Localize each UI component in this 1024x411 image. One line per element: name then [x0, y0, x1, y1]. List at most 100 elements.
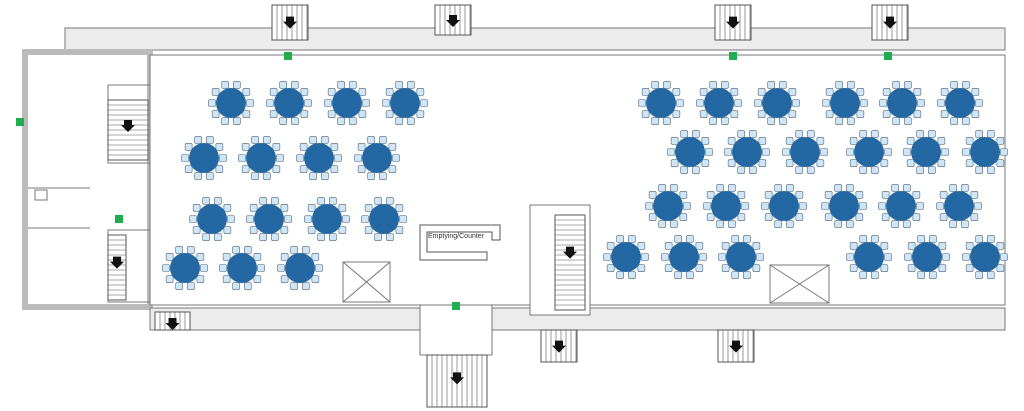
- chair: [825, 110, 834, 118]
- chair: [939, 191, 948, 199]
- chair: [315, 264, 323, 272]
- round-table: [266, 81, 312, 125]
- counter-label: Emptying/Counter: [428, 233, 485, 240]
- chair: [300, 88, 309, 96]
- table-top: [646, 88, 676, 118]
- chair: [395, 81, 403, 89]
- round-table: [661, 235, 707, 279]
- chair: [705, 148, 713, 156]
- chair: [407, 117, 415, 125]
- chair: [280, 204, 289, 212]
- chair: [799, 202, 807, 210]
- chair: [752, 242, 761, 250]
- arrow-icon: [446, 15, 460, 27]
- chair: [291, 81, 299, 89]
- chair: [354, 154, 362, 162]
- chair: [871, 271, 879, 279]
- chair: [272, 143, 281, 151]
- chair: [716, 184, 724, 192]
- chair: [300, 110, 309, 118]
- chair: [699, 253, 707, 261]
- chair: [987, 166, 995, 174]
- chair: [233, 81, 241, 89]
- chair: [882, 88, 891, 96]
- chair: [917, 99, 925, 107]
- chair: [849, 159, 858, 167]
- chair: [266, 99, 274, 107]
- chair: [189, 215, 197, 223]
- round-table: [638, 81, 684, 125]
- chair: [641, 110, 650, 118]
- chair: [641, 88, 650, 96]
- chair: [695, 242, 704, 250]
- chair: [680, 166, 688, 174]
- chair: [881, 213, 890, 221]
- chair: [374, 233, 382, 241]
- chair: [219, 154, 227, 162]
- table-top: [189, 143, 219, 173]
- chair: [202, 233, 210, 241]
- chair: [757, 110, 766, 118]
- round-table: [761, 184, 807, 228]
- chair: [903, 184, 911, 192]
- chair: [807, 166, 815, 174]
- table-top: [944, 191, 974, 221]
- chair: [299, 143, 308, 151]
- round-table: [724, 130, 770, 174]
- round-table: [878, 184, 924, 228]
- chair: [965, 264, 974, 272]
- chair: [222, 275, 231, 283]
- chair: [214, 197, 222, 205]
- table-top: [246, 143, 276, 173]
- chair: [215, 165, 224, 173]
- chair: [416, 110, 425, 118]
- chair: [233, 117, 241, 125]
- chair: [756, 253, 764, 261]
- table-top: [945, 88, 975, 118]
- chair: [975, 271, 983, 279]
- chair: [317, 233, 325, 241]
- chair: [686, 271, 694, 279]
- staircase: [717, 329, 755, 363]
- chair: [859, 202, 867, 210]
- chair: [701, 137, 710, 145]
- chair: [987, 271, 995, 279]
- chair: [761, 202, 769, 210]
- chair: [277, 264, 285, 272]
- chair: [721, 242, 730, 250]
- chair: [860, 99, 868, 107]
- chair: [679, 191, 688, 199]
- chair: [309, 136, 317, 144]
- chair: [222, 253, 231, 261]
- chair: [779, 117, 787, 125]
- chair: [679, 213, 688, 221]
- chair: [342, 215, 350, 223]
- chair: [242, 88, 251, 96]
- chair: [382, 99, 390, 107]
- exit-sign-icon: [884, 52, 892, 60]
- chair: [903, 220, 911, 228]
- chair: [307, 226, 316, 234]
- chair: [251, 136, 259, 144]
- chair: [302, 246, 310, 254]
- round-table: [846, 130, 892, 174]
- chair: [859, 166, 867, 174]
- chair: [674, 235, 682, 243]
- table-top: [274, 88, 304, 118]
- chair: [206, 172, 214, 180]
- chair: [728, 184, 736, 192]
- chair: [834, 184, 842, 192]
- chair: [721, 117, 729, 125]
- chair: [882, 110, 891, 118]
- chair: [334, 154, 342, 162]
- round-table: [822, 81, 868, 125]
- chair: [165, 275, 174, 283]
- chair: [975, 166, 983, 174]
- chair: [962, 148, 970, 156]
- chair: [779, 81, 787, 89]
- chair: [637, 242, 646, 250]
- table-top: [854, 242, 884, 272]
- chair: [304, 99, 312, 107]
- table-top: [711, 191, 741, 221]
- chair: [749, 130, 757, 138]
